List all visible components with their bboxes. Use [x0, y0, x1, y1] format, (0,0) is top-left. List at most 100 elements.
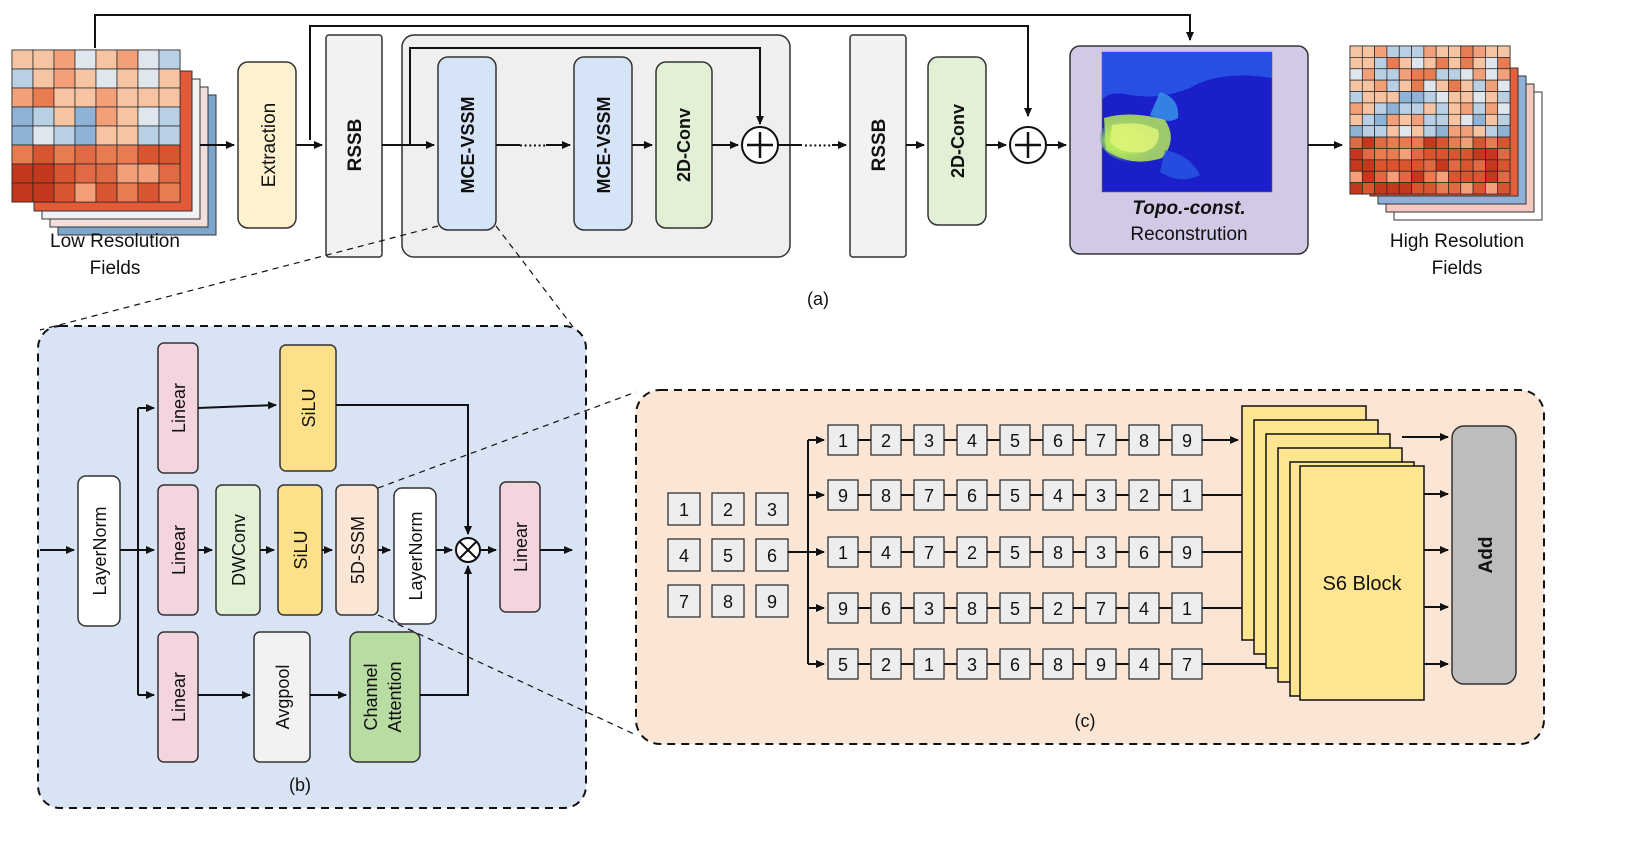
- svg-text:7: 7: [1096, 431, 1106, 451]
- svg-text:7: 7: [1182, 655, 1192, 675]
- low-resolution-label-line1: Low Resolution: [50, 231, 180, 252]
- svg-text:4: 4: [1139, 655, 1149, 675]
- svg-text:1: 1: [838, 431, 848, 451]
- svg-text:9: 9: [838, 486, 848, 506]
- svg-text:6: 6: [967, 486, 977, 506]
- sequence-cell: 3: [913, 424, 945, 456]
- low-resolution-label-line2: Fields: [90, 258, 141, 279]
- svg-text:3: 3: [924, 599, 934, 619]
- s6-to-add-arrows: [1402, 433, 1449, 668]
- svg-text:1: 1: [838, 543, 848, 563]
- sequence-cell: 1: [1171, 592, 1203, 624]
- mce-vssm-block-1: [437, 56, 497, 231]
- linear-block-out: [499, 481, 541, 613]
- svg-text:5: 5: [1010, 431, 1020, 451]
- svg-text:1: 1: [1182, 486, 1192, 506]
- svg-text:3: 3: [924, 431, 934, 451]
- rssb-label-1: RSSB: [345, 119, 366, 172]
- sequence-cell: 5: [999, 424, 1031, 456]
- svg-text:6: 6: [1010, 655, 1020, 675]
- grid-cell: 6: [755, 538, 789, 572]
- svg-text:3: 3: [767, 500, 777, 520]
- layernorm-label-2: LayerNorm: [406, 511, 426, 600]
- add-block: [1451, 425, 1517, 685]
- svg-text:9: 9: [1096, 655, 1106, 675]
- sequence-cell: 6: [1042, 424, 1074, 456]
- skip-line-inner: [309, 25, 1032, 140]
- sequence-cell: 9: [1171, 536, 1203, 568]
- ellipsis-2: ······: [804, 137, 832, 153]
- svg-text:3: 3: [967, 655, 977, 675]
- sequence-cell: 2: [870, 424, 902, 456]
- channel-attention-label-line2: Attention: [385, 661, 405, 732]
- sequence-cell: 4: [1128, 648, 1160, 680]
- sequence-cell: 6: [870, 592, 902, 624]
- grid-cell: 7: [667, 584, 701, 618]
- svg-text:9: 9: [838, 599, 848, 619]
- high-resolution-fields-stack: [1349, 45, 1543, 221]
- linear-label-top: Linear: [169, 383, 189, 433]
- channel-attention-label-line1: Channel: [361, 663, 381, 730]
- svg-text:5: 5: [1010, 599, 1020, 619]
- layernorm-block-2: [393, 487, 437, 625]
- sequence-cell: 5: [999, 479, 1031, 511]
- sequence-cell: 7: [1171, 648, 1203, 680]
- low-resolution-fields-stack: [11, 49, 217, 236]
- s6-block-front: [1299, 465, 1425, 701]
- dwconv-label: DWConv: [229, 514, 249, 586]
- svg-text:3: 3: [1096, 543, 1106, 563]
- residual-line-rssb: [409, 47, 764, 145]
- mce-vssm-block-2: [573, 56, 633, 231]
- sequence-cell: 8: [1042, 648, 1074, 680]
- grid-cell: 1: [667, 492, 701, 526]
- svg-text:2: 2: [1053, 599, 1063, 619]
- line-attn-to-mult: [420, 565, 472, 696]
- high-resolution-label-line1: High Resolution: [1390, 231, 1524, 252]
- topo-label-line1: Topo.-const.: [1132, 198, 1245, 219]
- sequence-cell: 7: [1085, 424, 1117, 456]
- grid-cell: 8: [711, 584, 745, 618]
- sequence-cell: 1: [913, 648, 945, 680]
- sequence-cell: 8: [956, 592, 988, 624]
- sequence-cell: 8: [1042, 536, 1074, 568]
- sequence-cell: 8: [870, 479, 902, 511]
- panel-c-caption: (c): [1075, 711, 1096, 731]
- silu-label-mid: SiLU: [291, 530, 311, 569]
- sequence-cell: 2: [870, 648, 902, 680]
- sequence-cell: 1: [827, 536, 859, 568]
- svg-text:6: 6: [1053, 431, 1063, 451]
- svg-text:6: 6: [881, 599, 891, 619]
- svg-text:7: 7: [924, 486, 934, 506]
- svg-text:1: 1: [924, 655, 934, 675]
- sequence-cell: 5: [827, 648, 859, 680]
- high-resolution-grid: [1349, 45, 1511, 195]
- linear-label-bot: Linear: [169, 672, 189, 722]
- arrow-linear-silu-top: [197, 401, 277, 410]
- mce-vssm-label-1: MCE-VSSM: [458, 96, 478, 193]
- svg-text:1: 1: [679, 500, 689, 520]
- line-silu-to-mult: [336, 404, 472, 535]
- panel-b-caption: (b): [289, 775, 311, 795]
- avgpool-label: Avgpool: [273, 665, 293, 730]
- extraction-label: Extraction: [259, 103, 280, 187]
- svg-text:1: 1: [1182, 599, 1192, 619]
- sequence-cell: 4: [1128, 592, 1160, 624]
- sequence-cell: 5: [999, 536, 1031, 568]
- linear-label-mid: Linear: [169, 525, 189, 575]
- svg-text:2: 2: [881, 431, 891, 451]
- mce-vssm-label-2: MCE-VSSM: [594, 96, 614, 193]
- sequence-cell: 2: [1128, 479, 1160, 511]
- sequence-cell: 3: [1085, 479, 1117, 511]
- svg-text:7: 7: [1096, 599, 1106, 619]
- zoom-line-b-left: [39, 225, 439, 331]
- svg-text:8: 8: [1139, 431, 1149, 451]
- add-icon-1: [741, 126, 779, 164]
- multiply-icon: [455, 537, 481, 563]
